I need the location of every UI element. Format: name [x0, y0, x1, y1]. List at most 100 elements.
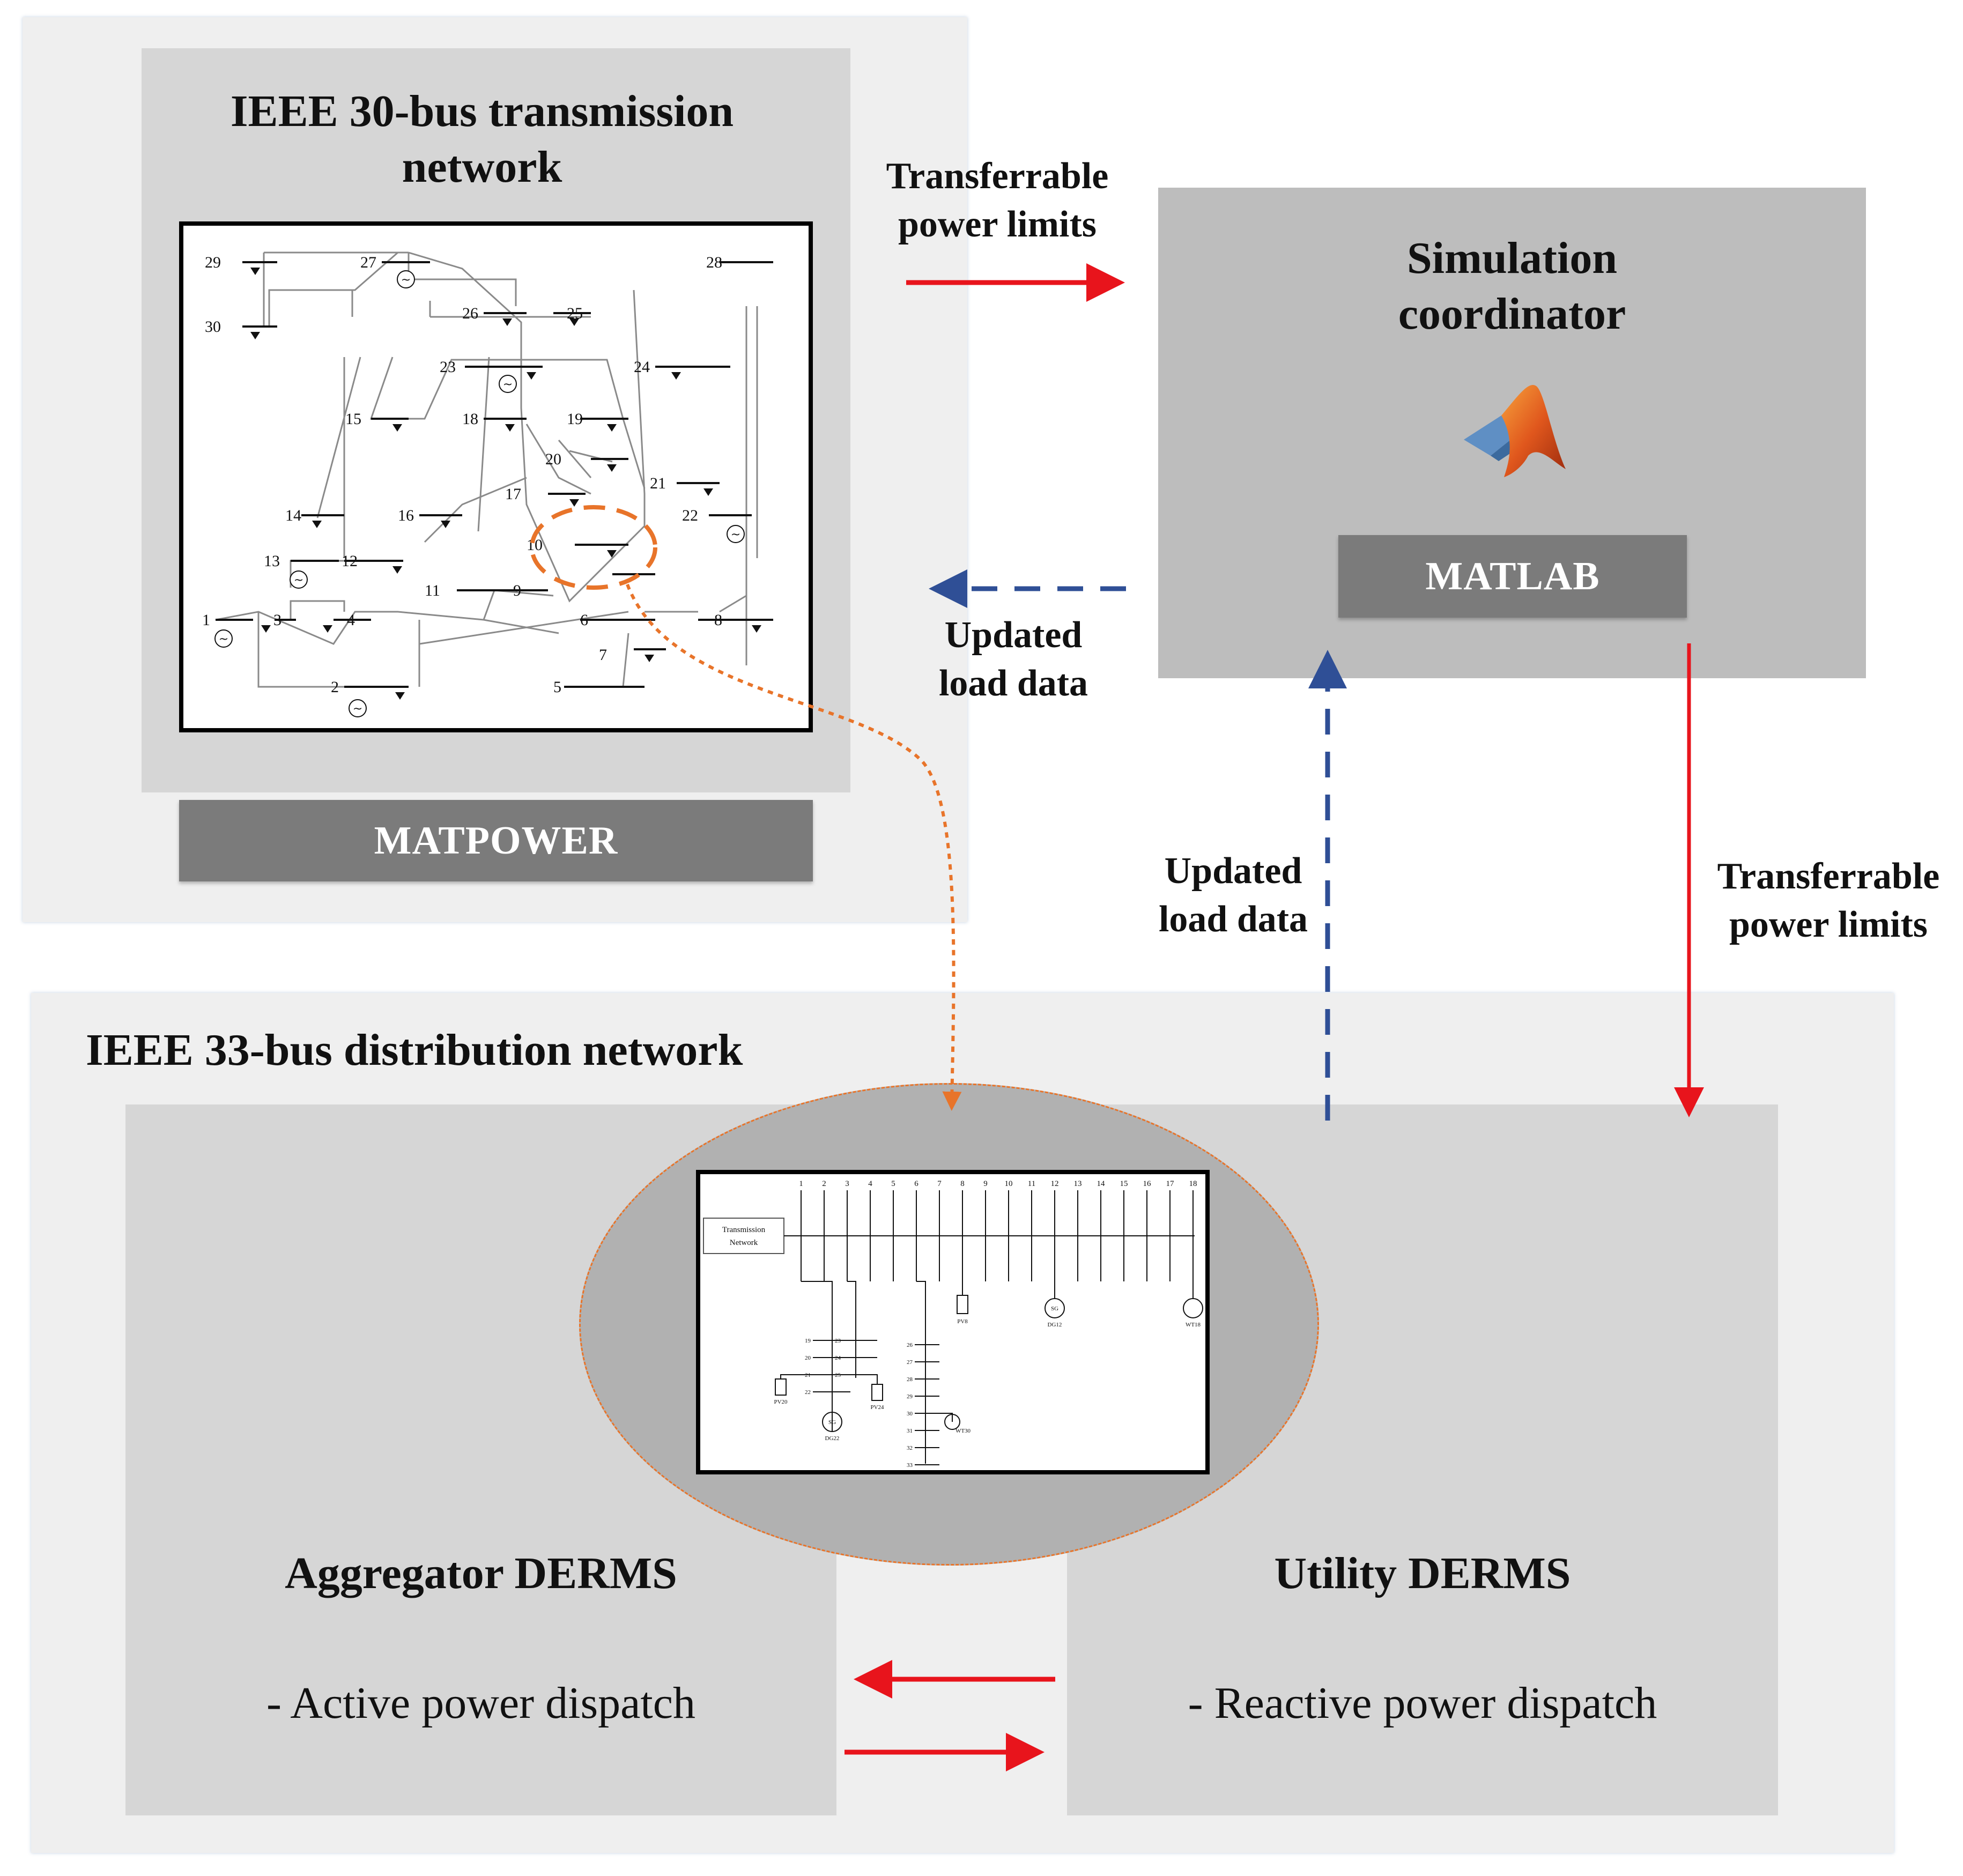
bus-label-24: 24 [634, 358, 650, 376]
bus-label-15: 15 [345, 410, 361, 428]
bus-label-27: 27 [360, 254, 376, 271]
dist-bus-label-5: 5 [891, 1180, 895, 1188]
utility-derms-item: - Reactive power dispatch [1188, 1678, 1657, 1728]
mid-updated-load-label: Updated load data [1099, 847, 1367, 944]
pv20-label: PV20 [774, 1399, 788, 1405]
svg-text:~: ~ [294, 574, 303, 587]
right-transferrable-line2: power limits [1729, 904, 1928, 945]
bus-label-9: 9 [513, 582, 521, 599]
dist-bus-label-22: 22 [805, 1389, 811, 1396]
dist-bus-label-4: 4 [868, 1180, 872, 1188]
bus-label-28: 28 [706, 254, 722, 271]
dist-bus-label-27: 27 [907, 1359, 913, 1366]
bus-label-25: 25 [567, 305, 583, 322]
right-transferrable-line1: Transferrable [1717, 856, 1940, 897]
dist-bus-label-17: 17 [1166, 1180, 1175, 1188]
bus-label-21: 21 [650, 474, 666, 492]
dist-bus-label-15: 15 [1120, 1180, 1128, 1188]
top-transferrable-line2: power limits [898, 204, 1097, 245]
svg-text:~: ~ [353, 702, 362, 716]
dist-bus-label-16: 16 [1143, 1180, 1152, 1188]
coordinator-title-line1: Simulation [1406, 233, 1618, 283]
bus-label-23: 23 [440, 358, 456, 376]
top-transferrable-limits-label: Transferrable power limits [863, 152, 1131, 249]
svg-text:~: ~ [503, 378, 513, 391]
matpower-label: MATPOWER [179, 800, 813, 881]
bus-label-20: 20 [545, 450, 561, 468]
dist-bus-label-24: 24 [835, 1355, 841, 1361]
dist-bus-label-32: 32 [907, 1445, 913, 1451]
pv24-label: PV24 [870, 1404, 884, 1411]
bus-label-29: 29 [205, 254, 221, 271]
bus-label-30: 30 [205, 318, 221, 336]
svg-text:~: ~ [219, 633, 228, 646]
top-transferrable-line1: Transferrable [886, 155, 1109, 197]
bus-label-4: 4 [347, 611, 355, 629]
aggregator-derms-title: Aggregator DERMS [285, 1548, 677, 1598]
dg22-label: DG22 [825, 1435, 840, 1442]
bus-label-6: 6 [580, 611, 588, 629]
matlab-label: MATLAB [1338, 535, 1687, 618]
coordinator-title: Simulation coordinator [1158, 231, 1866, 342]
dist-bus-label-26: 26 [907, 1342, 913, 1348]
ieee33-one-line-svg: Transmission Network 1 2 3 4 5 6 7 8 9 1… [703, 1180, 1203, 1469]
svg-text:~: ~ [401, 273, 411, 287]
dist-bus-label-31: 31 [907, 1428, 913, 1434]
coordinator-title-line2: coordinator [1398, 289, 1626, 339]
feeder-box-line2: Network [730, 1239, 758, 1247]
transmission-title-line2: network [402, 142, 562, 192]
dist-bus-label-23: 23 [835, 1338, 841, 1344]
sg-label-12: SG [1051, 1306, 1058, 1312]
dist-bus-label-7: 7 [937, 1180, 942, 1188]
mid-updated-line2: load data [1158, 899, 1308, 940]
sg-label-22: SG [828, 1419, 836, 1426]
top-updated-line1: Updated [944, 614, 1083, 656]
dist-bus-label-33: 33 [907, 1462, 913, 1469]
wt18-label: WT18 [1186, 1322, 1201, 1328]
dist-bus-label-29: 29 [907, 1393, 913, 1400]
dist-bus-label-1: 1 [799, 1180, 803, 1188]
dist-bus-label-8: 8 [960, 1180, 965, 1188]
dist-bus-label-6: 6 [914, 1180, 918, 1188]
bus-label-17: 17 [505, 485, 521, 503]
dist-bus-label-20: 20 [805, 1355, 811, 1361]
ieee33-diagram: Transmission Network 1 2 3 4 5 6 7 8 9 1… [696, 1170, 1210, 1474]
dist-bus-label-10: 10 [1005, 1180, 1013, 1188]
transmission-title: IEEE 30-bus transmission network [142, 84, 823, 195]
dist-bus-label-12: 12 [1051, 1180, 1059, 1188]
bus-label-12: 12 [342, 552, 358, 570]
bus-label-13: 13 [264, 552, 280, 570]
bus-label-26: 26 [462, 305, 478, 322]
dist-bus-label-14: 14 [1097, 1180, 1106, 1188]
distribution-title: IEEE 33-bus distribution network [86, 1025, 743, 1075]
bus-label-18: 18 [462, 410, 478, 428]
utility-derms-title: Utility DERMS [1274, 1548, 1571, 1598]
feeder-box-line1: Transmission [722, 1226, 766, 1234]
aggregator-derms-item: - Active power dispatch [266, 1678, 696, 1728]
bus-label-1: 1 [202, 611, 210, 629]
dist-bus-label-19: 19 [805, 1338, 811, 1344]
dist-bus-label-11: 11 [1028, 1180, 1035, 1188]
dist-bus-label-9: 9 [983, 1180, 988, 1188]
dg12-label: DG12 [1048, 1322, 1062, 1328]
bus-label-8: 8 [714, 611, 722, 629]
matlab-logo-icon [1464, 385, 1566, 477]
svg-text:~: ~ [731, 528, 740, 542]
bus-label-7: 7 [599, 646, 607, 664]
right-transferrable-limits-label: Transferrable power limits [1694, 852, 1962, 949]
bus10-highlight-ellipse [530, 505, 657, 590]
bus-label-2: 2 [331, 678, 339, 696]
dist-bus-label-18: 18 [1189, 1180, 1197, 1188]
bus-label-19: 19 [567, 410, 583, 428]
bus-label-22: 22 [682, 507, 698, 524]
top-updated-load-label: Updated load data [879, 611, 1147, 708]
bus-label-5: 5 [553, 678, 561, 696]
bus-label-16: 16 [398, 507, 414, 524]
transmission-title-line1: IEEE 30-bus transmission [230, 86, 734, 136]
mid-updated-line1: Updated [1164, 850, 1302, 892]
bus-label-14: 14 [285, 507, 301, 524]
dist-bus-label-30: 30 [907, 1411, 913, 1417]
bus-label-3: 3 [273, 611, 282, 629]
dist-bus-label-25: 25 [835, 1372, 841, 1378]
dist-bus-label-21: 21 [805, 1372, 811, 1378]
